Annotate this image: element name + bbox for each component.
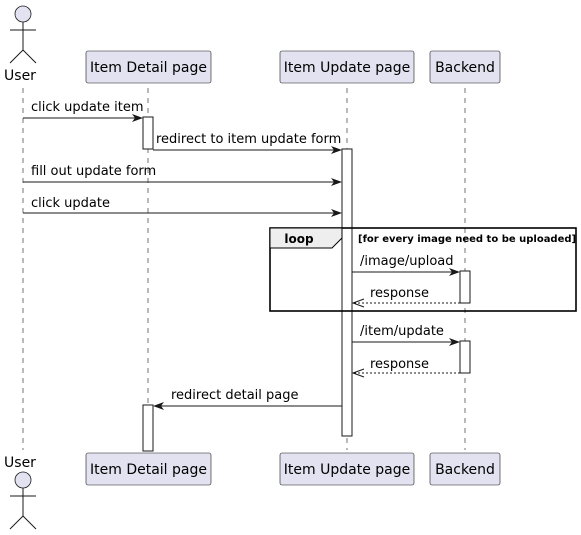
arrowhead [449,268,460,276]
actor-label-user-bottom: User [4,455,36,471]
arrowhead [331,209,342,217]
participant-label-backend-top: Backend [435,60,495,76]
loop-condition: [for every image need to be uploaded] [358,234,576,245]
arrowhead [351,298,365,308]
participant-box-item-update-page-bottom [279,452,415,486]
arrowhead [449,338,460,346]
arrowhead [132,114,143,122]
message-label-fill-out-form: fill out update form [31,164,156,179]
message-label-response-1: response [370,286,429,301]
loop-tab [269,227,343,249]
actor-user-top [9,5,37,64]
arrowhead [153,402,164,410]
activation-backend-2 [459,340,471,374]
arrowhead [351,368,365,378]
loop-keyword: loop [284,232,314,246]
participant-box-backend-top [429,50,501,84]
message-label-redirect-detail-page: redirect detail page [171,388,299,403]
actor-user-bottom [9,471,37,530]
activation-item-update-page [341,148,353,437]
message-label-click-update-item: click update item [31,100,144,115]
message-label-image-upload: /image/upload [360,254,454,269]
message-label-response-2: response [370,357,429,372]
activation-backend-1 [459,270,471,304]
message-label-click-update: click update [31,196,110,211]
participant-box-backend-bottom [429,452,501,486]
message-label-item-update: /item/update [360,324,444,339]
activation-item-detail-page-2 [142,404,154,452]
participant-box-item-update-page-top [279,50,415,84]
participant-box-item-detail-page-top [85,50,212,84]
participant-label-item-detail-page-bottom: Item Detail page [90,462,207,478]
arrowhead [331,178,342,186]
loop-fragment [269,227,577,312]
participant-box-item-detail-page-bottom [85,452,212,486]
message-label-redirect-to-update-form: redirect to item update form [156,132,341,147]
arrowhead [331,146,342,154]
actor-label-user-top: User [4,68,36,84]
activation-item-detail-page-1 [142,116,154,150]
participant-label-item-update-page-top: Item Update page [284,60,410,76]
participant-label-item-detail-page-top: Item Detail page [90,60,207,76]
participant-label-item-update-page-bottom: Item Update page [284,462,410,478]
participant-label-backend-bottom: Backend [435,462,495,478]
